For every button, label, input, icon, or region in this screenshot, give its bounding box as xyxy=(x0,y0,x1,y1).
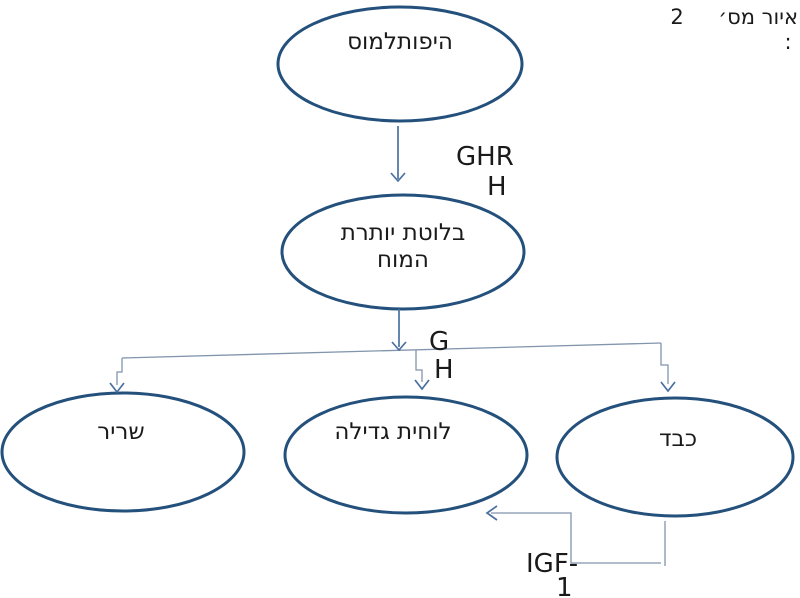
igf1-arrowhead xyxy=(485,505,498,521)
liver-arrowhead xyxy=(660,381,676,393)
labels: איור מס׳ 2 : היפותלמוס בלוטת יותרת המוח … xyxy=(97,5,798,598)
gh-distribution-line xyxy=(121,342,662,359)
muscle-arrowhead xyxy=(109,382,125,394)
muscle-label: שריר xyxy=(97,419,144,445)
hypothalamus-label: היפותלמוס xyxy=(347,29,453,55)
liver-label: כבד xyxy=(659,426,697,452)
gh-arrowhead xyxy=(391,341,407,352)
ghrh-label-line1: GHR xyxy=(456,142,514,172)
liver-node xyxy=(555,396,795,518)
node-shapes xyxy=(0,5,795,518)
ghrh-label-line2: H xyxy=(487,172,507,202)
muscle-node xyxy=(0,391,246,513)
liver-branch-line xyxy=(660,343,669,384)
gh-label-line2: H xyxy=(434,355,454,385)
growth-plate-label: לוחית גדילה xyxy=(334,419,451,445)
ghrh-arrowhead xyxy=(390,172,406,183)
figure-caption-label: איור מס׳ xyxy=(718,5,798,29)
connector-lines xyxy=(116,342,669,566)
pituitary-node xyxy=(280,193,526,311)
growth-plate-arrowhead xyxy=(414,379,430,391)
igf1-label-line1: IGF- xyxy=(526,549,578,579)
figure-caption-number: 2 xyxy=(670,5,683,29)
pituitary-label-line2: המוח xyxy=(377,247,429,273)
gh-label-line1: G xyxy=(429,327,449,357)
hypothalamus-node xyxy=(276,5,524,123)
igf1-label-line2: 1 xyxy=(556,573,573,598)
igf1-feedback-line xyxy=(491,512,661,564)
arrows xyxy=(109,126,676,521)
figure-caption-colon: : xyxy=(784,30,791,54)
growth-plate-node xyxy=(283,395,529,515)
pituitary-label-line1: בלוטת יותרת xyxy=(341,220,466,246)
muscle-branch-line xyxy=(116,358,123,385)
growth-plate-branch-line xyxy=(415,350,423,382)
